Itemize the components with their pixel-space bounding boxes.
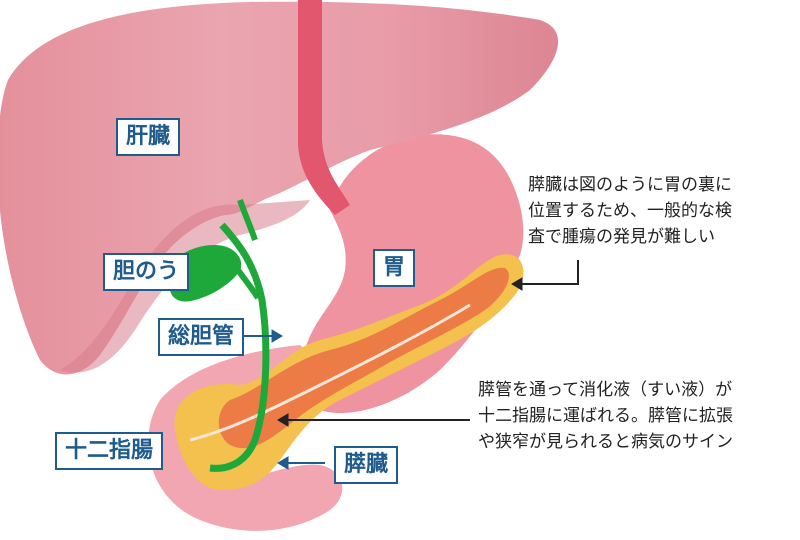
note-line: 十二指腸に運ばれる。膵管に拡張 (478, 406, 733, 426)
note-line: 膵管を通って消化液（すい液）が (478, 380, 733, 400)
bile-duct (209, 222, 270, 472)
common-bile-duct-label: 総胆管 (158, 318, 245, 356)
arrows (238, 329, 325, 470)
pancreas-label: 膵臓 (334, 446, 399, 484)
duodenum-label: 十二指腸 (55, 432, 164, 470)
esophagus-shape (298, 0, 350, 215)
note-line: 膵臓は図のように胃の裏に (528, 175, 732, 195)
stomach-label: 胃 (373, 249, 416, 287)
note-line: や狭窄が見られると病気のサイン (478, 432, 733, 452)
hepatic-duct (237, 199, 258, 241)
pancreas-location-note: 膵臓は図のように胃の裏に 位置するため、一般的な検 査で腫瘍の発見が難しい (528, 172, 732, 250)
pancreas-shape (174, 254, 524, 490)
callout-lines (277, 260, 579, 427)
pancreatic-duct-note: 膵管を通って消化液（すい液）が 十二指腸に運ばれる。膵管に拡張 や狭窄が見られる… (478, 377, 733, 455)
liver-lower-lobe (60, 200, 310, 373)
liver-label: 肝臓 (116, 118, 181, 156)
note-line: 位置するため、一般的な検 (528, 201, 732, 221)
cystic-duct (235, 268, 261, 300)
gallbladder-label: 胆のう (103, 253, 190, 291)
note-line: 査で腫瘍の発見が難しい (528, 227, 715, 247)
